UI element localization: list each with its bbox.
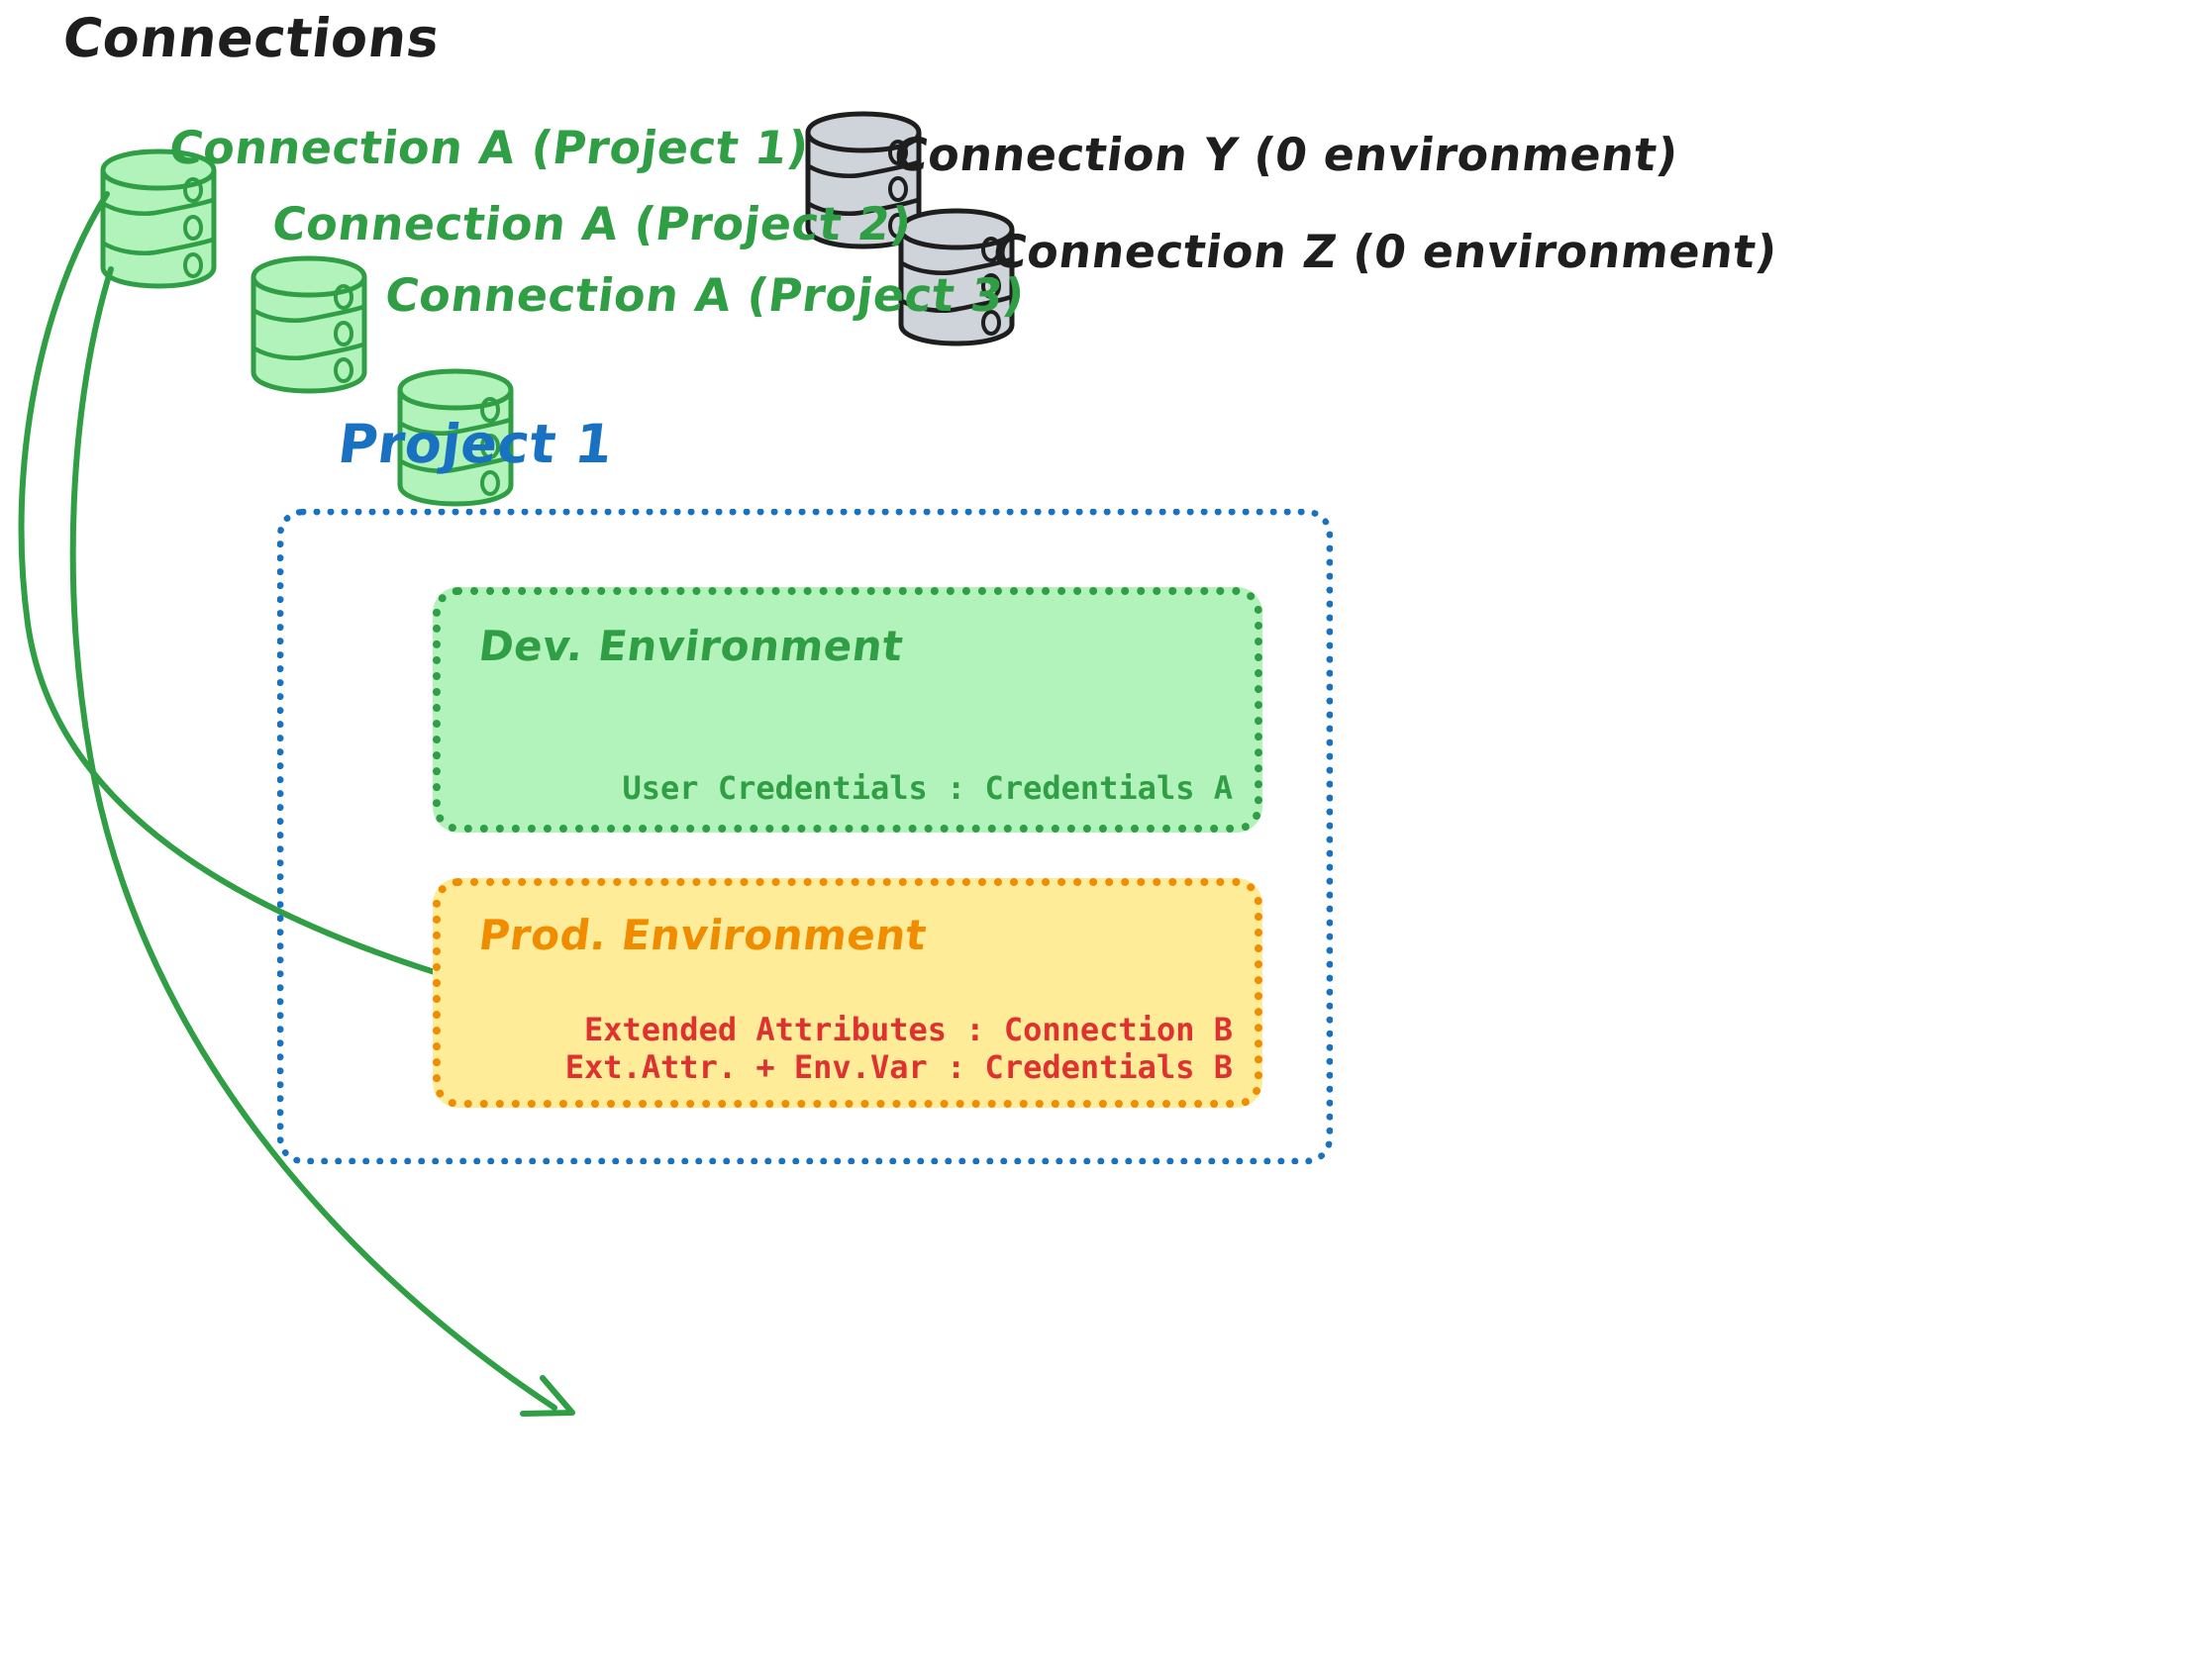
project-container: Dev. Environment User Credentials : Cred… <box>277 509 1333 1164</box>
dev-environment-line-1: User Credentials : Credentials A <box>622 769 1234 807</box>
prod-environment-lines: Extended Attributes : Connection B Ext.A… <box>565 1011 1233 1086</box>
connection-label-a2: Connection A (Project 2) <box>268 197 915 250</box>
connection-label-y: Connection Y (0 environment) <box>890 128 1682 181</box>
prod-environment-box: Prod. Environment Extended Attributes : … <box>433 878 1262 1108</box>
connection-label-a1: Connection A (Project 1) <box>165 121 812 174</box>
dev-environment-title: Dev. Environment <box>476 622 907 670</box>
page-title: Connections <box>59 7 444 69</box>
dev-environment-lines: User Credentials : Credentials A <box>623 769 1234 807</box>
connection-label-a3: Connection A (Project 3) <box>381 268 1028 322</box>
prod-environment-title: Prod. Environment <box>476 911 930 959</box>
database-icon-connection-a2 <box>251 255 367 394</box>
project-title: Project 1 <box>335 413 617 475</box>
connection-label-z: Connection Z (0 environment) <box>989 225 1781 278</box>
prod-environment-line-1: Extended Attributes : Connection B <box>583 1011 1233 1048</box>
prod-environment-line-2: Ext.Attr. + Env.Var : Credentials B <box>564 1048 1233 1086</box>
dev-environment-box: Dev. Environment User Credentials : Cred… <box>433 587 1262 833</box>
